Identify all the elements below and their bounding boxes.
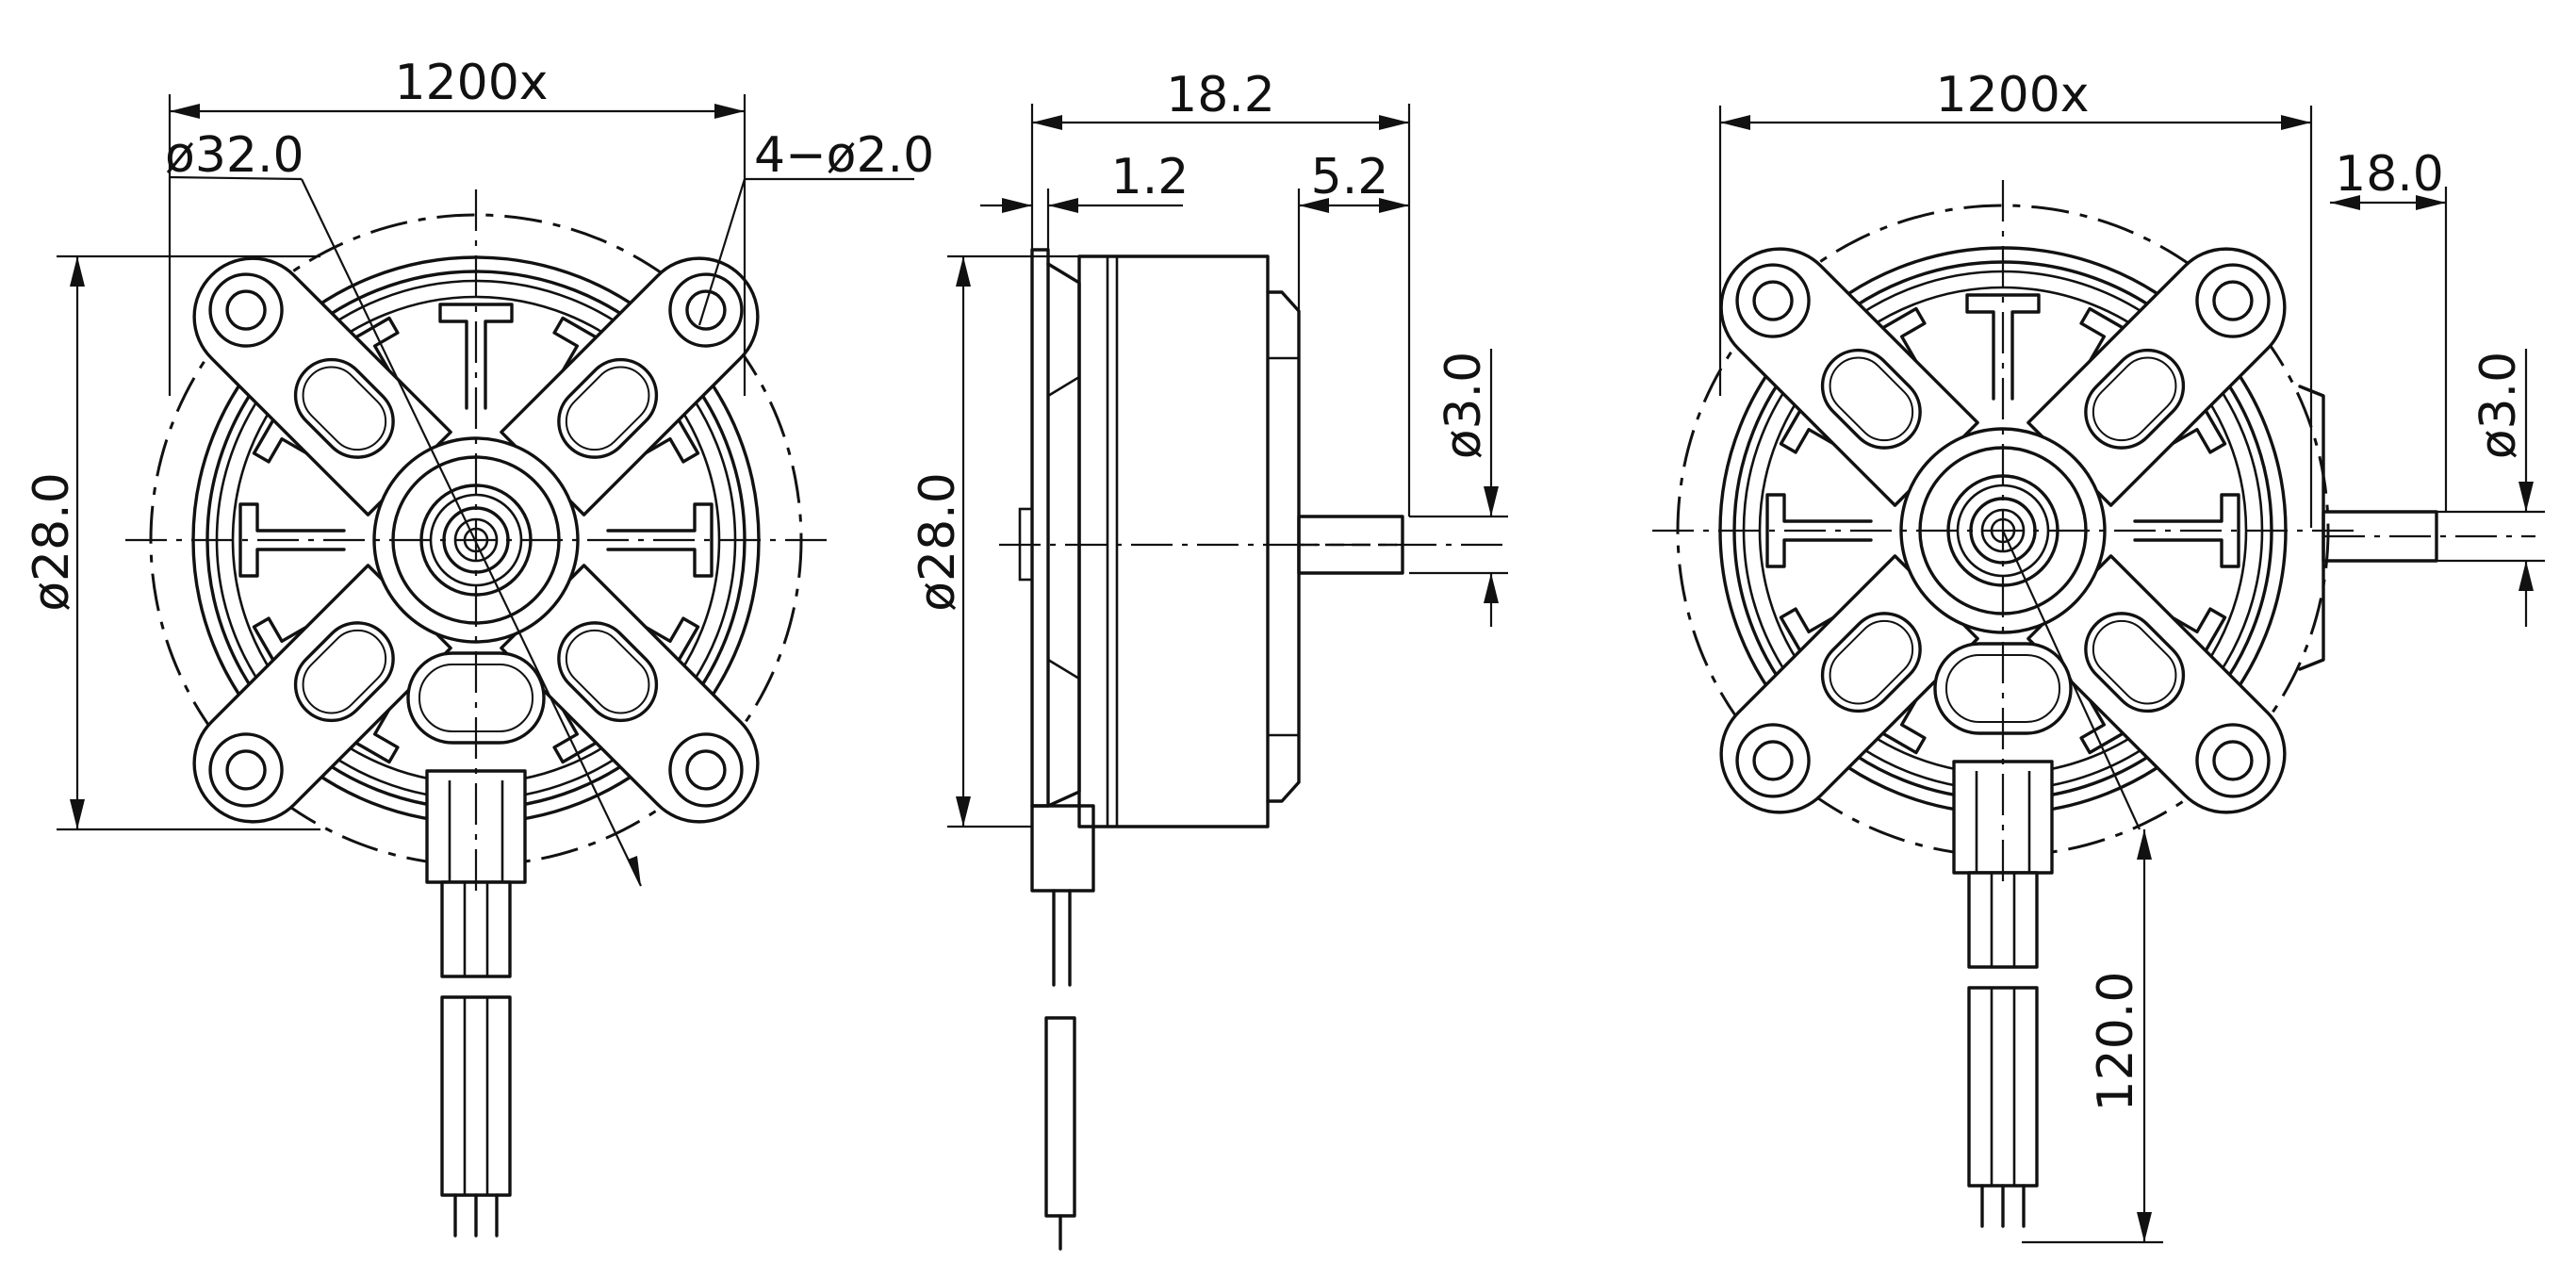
front-body-diameter-label: ø28.0: [24, 472, 80, 612]
front-view: 1200x ø32.0 4−ø2.0 ø28.0: [24, 55, 934, 1238]
rear-width-label: 1200x: [1935, 67, 2089, 123]
rear-lead-length-label: 120.0: [2088, 972, 2144, 1112]
front-leader-diameter: [301, 178, 642, 887]
rear-shaft-diameter-label: ø3.0: [2470, 352, 2527, 460]
side-length-label: 18.2: [1166, 67, 1275, 123]
rear-motor-face: [1650, 178, 2355, 1228]
side-shaft-length-label: 5.2: [1311, 149, 1389, 205]
side-view: 18.2 1.2 5.2 ø28.0 ø3.0: [910, 67, 1508, 1251]
side-body-diameter-label: ø28.0: [910, 472, 966, 612]
front-holes-label: 4−ø2.0: [754, 127, 934, 184]
rear-shaft-length-label: 18.0: [2335, 146, 2444, 203]
side-shaft-diameter-label: ø3.0: [1436, 352, 1492, 460]
side-flange-label: 1.2: [1111, 149, 1190, 205]
front-width-label: 1200x: [394, 55, 548, 111]
front-motor-face: [123, 188, 829, 1238]
front-outer-diameter-label: ø32.0: [165, 127, 304, 184]
rear-view: 1200x 18.0 ø3.0 120.0: [1650, 67, 2545, 1244]
